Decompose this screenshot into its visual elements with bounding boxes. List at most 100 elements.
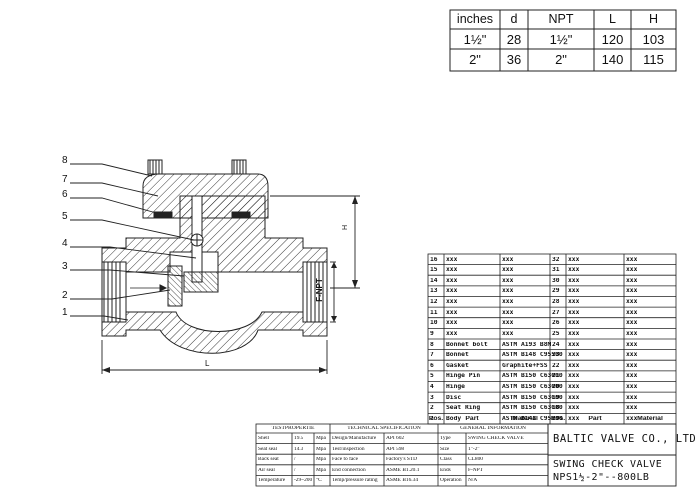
spec-cell: Shell	[258, 436, 270, 441]
part-cell: 28	[552, 299, 560, 305]
spec-cell: -29~200	[294, 478, 313, 484]
dimension-lines	[101, 195, 360, 374]
part-cell: 22	[552, 362, 560, 369]
part-cell: Hinge	[446, 384, 465, 390]
spec-cell: Temperature	[258, 478, 286, 484]
part-cell: xxx	[502, 256, 514, 263]
part-cell: Body	[446, 415, 462, 422]
part-cell: xxx	[446, 277, 458, 284]
parts-header-cell: Part	[465, 415, 479, 422]
part-cell: xxx	[502, 309, 514, 316]
dim-label-h: H	[342, 224, 350, 231]
callout-6: 6	[62, 189, 68, 200]
spec-cell: Face to face	[332, 457, 359, 463]
spec-cell: CL800	[468, 457, 483, 463]
part-cell: xxx	[568, 256, 580, 263]
spec-cell: End connection	[332, 467, 366, 473]
part-cell: Bonnet bolt	[446, 341, 488, 348]
spec-cell: API 598	[386, 446, 405, 452]
part-cell: xxx	[626, 373, 638, 380]
dims-cell: 2"	[555, 53, 567, 66]
part-cell: xxx	[446, 330, 458, 337]
spec-cell: Back seat	[258, 457, 279, 463]
dims-header-cell: H	[648, 13, 659, 26]
spec-cell: Air seal	[258, 467, 275, 473]
part-cell: 8	[430, 341, 434, 348]
valve-section-view	[101, 159, 328, 354]
part-cell: xxx	[626, 405, 638, 412]
part-cell: 30	[552, 277, 560, 284]
spec-cell: /	[294, 457, 296, 463]
spec-cell: Factory's STD	[386, 457, 418, 463]
dims-table-grid	[449, 9, 677, 72]
callout-8: 8	[62, 155, 68, 166]
part-cell: xxx	[568, 341, 580, 348]
part-cell: xxx	[502, 330, 514, 337]
part-cell: xxx	[446, 267, 458, 274]
spec-cell: Class	[440, 457, 452, 463]
dims-cell: 120	[601, 33, 624, 46]
part-cell: xxx	[502, 288, 514, 295]
part-cell: xxx	[568, 415, 580, 422]
spec-header-cell: TESTPROPERTIE	[271, 426, 315, 431]
dims-cell: 36	[506, 53, 522, 66]
spec-cell: Operation	[440, 478, 462, 484]
part-cell: 10	[430, 320, 438, 327]
part-cell: 26	[552, 320, 560, 327]
part-cell: 25	[552, 330, 560, 337]
dims-cell: 115	[643, 53, 664, 66]
part-cell: xxx	[568, 330, 580, 337]
parts-header-cell: Pos.	[550, 415, 566, 422]
part-cell: 1	[430, 415, 434, 422]
callout-7: 7	[62, 174, 68, 185]
part-cell: 17	[552, 415, 560, 422]
company-name: BALTIC VALVE CO., LTD	[553, 434, 697, 445]
spec-cell: N/A	[468, 478, 478, 484]
part-cell: xxx	[502, 267, 514, 274]
part-cell: xxx	[568, 373, 580, 380]
part-cell: 20	[552, 384, 560, 390]
part-cell: xxx	[568, 405, 580, 412]
part-cell: xxx	[626, 394, 638, 401]
dims-cell: 1½"	[549, 33, 573, 46]
part-cell: Graphite+FSS	[502, 362, 548, 369]
part-cell: xxx	[626, 362, 638, 369]
part-cell: xxx	[626, 267, 638, 274]
spec-table-grid	[255, 423, 549, 487]
part-cell: xxx	[568, 299, 580, 305]
part-cell: xxx	[626, 330, 638, 337]
spec-cell: SWING CHECK VALVE	[468, 436, 524, 441]
callout-4: 4	[62, 238, 68, 249]
spec-cell: Mpa	[316, 436, 326, 441]
spec-cell: Design/Manufacture	[332, 436, 377, 441]
parts-header-cell: Material	[512, 415, 538, 422]
part-cell: xxx	[568, 309, 580, 316]
part-cell: xxx	[626, 309, 638, 316]
part-cell: 12	[430, 299, 438, 305]
drawing-title: SWING CHECK VALVE	[553, 460, 663, 470]
part-cell: xxx	[568, 394, 580, 401]
spec-cell: Type	[440, 436, 451, 441]
title-block-grid	[547, 423, 677, 487]
spec-header-cell: TECHNICAL SPECIFICATION	[347, 426, 421, 431]
part-cell: 16	[430, 256, 438, 263]
parts-header-cell: Material	[637, 415, 663, 422]
part-cell: xxx	[626, 320, 638, 327]
spec-cell: Temp/pressure rating	[332, 478, 378, 484]
spec-cell: 14.3	[294, 446, 304, 452]
spec-cell: 19.5	[294, 436, 304, 441]
part-cell: 31	[552, 267, 560, 274]
part-cell: xxx	[568, 288, 580, 295]
part-cell: 4	[430, 384, 434, 390]
part-cell: 18	[552, 405, 560, 412]
part-cell: xxx	[446, 320, 458, 327]
part-cell: xxx	[626, 341, 638, 348]
part-cell: ASTM B148 C95500	[502, 352, 563, 359]
part-cell: xxx	[502, 299, 514, 305]
callout-1: 1	[62, 307, 68, 318]
part-cell: xxx	[446, 309, 458, 316]
part-cell: xxx	[626, 288, 638, 295]
part-cell: Seat Ring	[446, 405, 481, 412]
part-cell: ASTM B148 C95500	[502, 415, 563, 422]
dim-label-npt: F-NPT	[314, 278, 324, 302]
